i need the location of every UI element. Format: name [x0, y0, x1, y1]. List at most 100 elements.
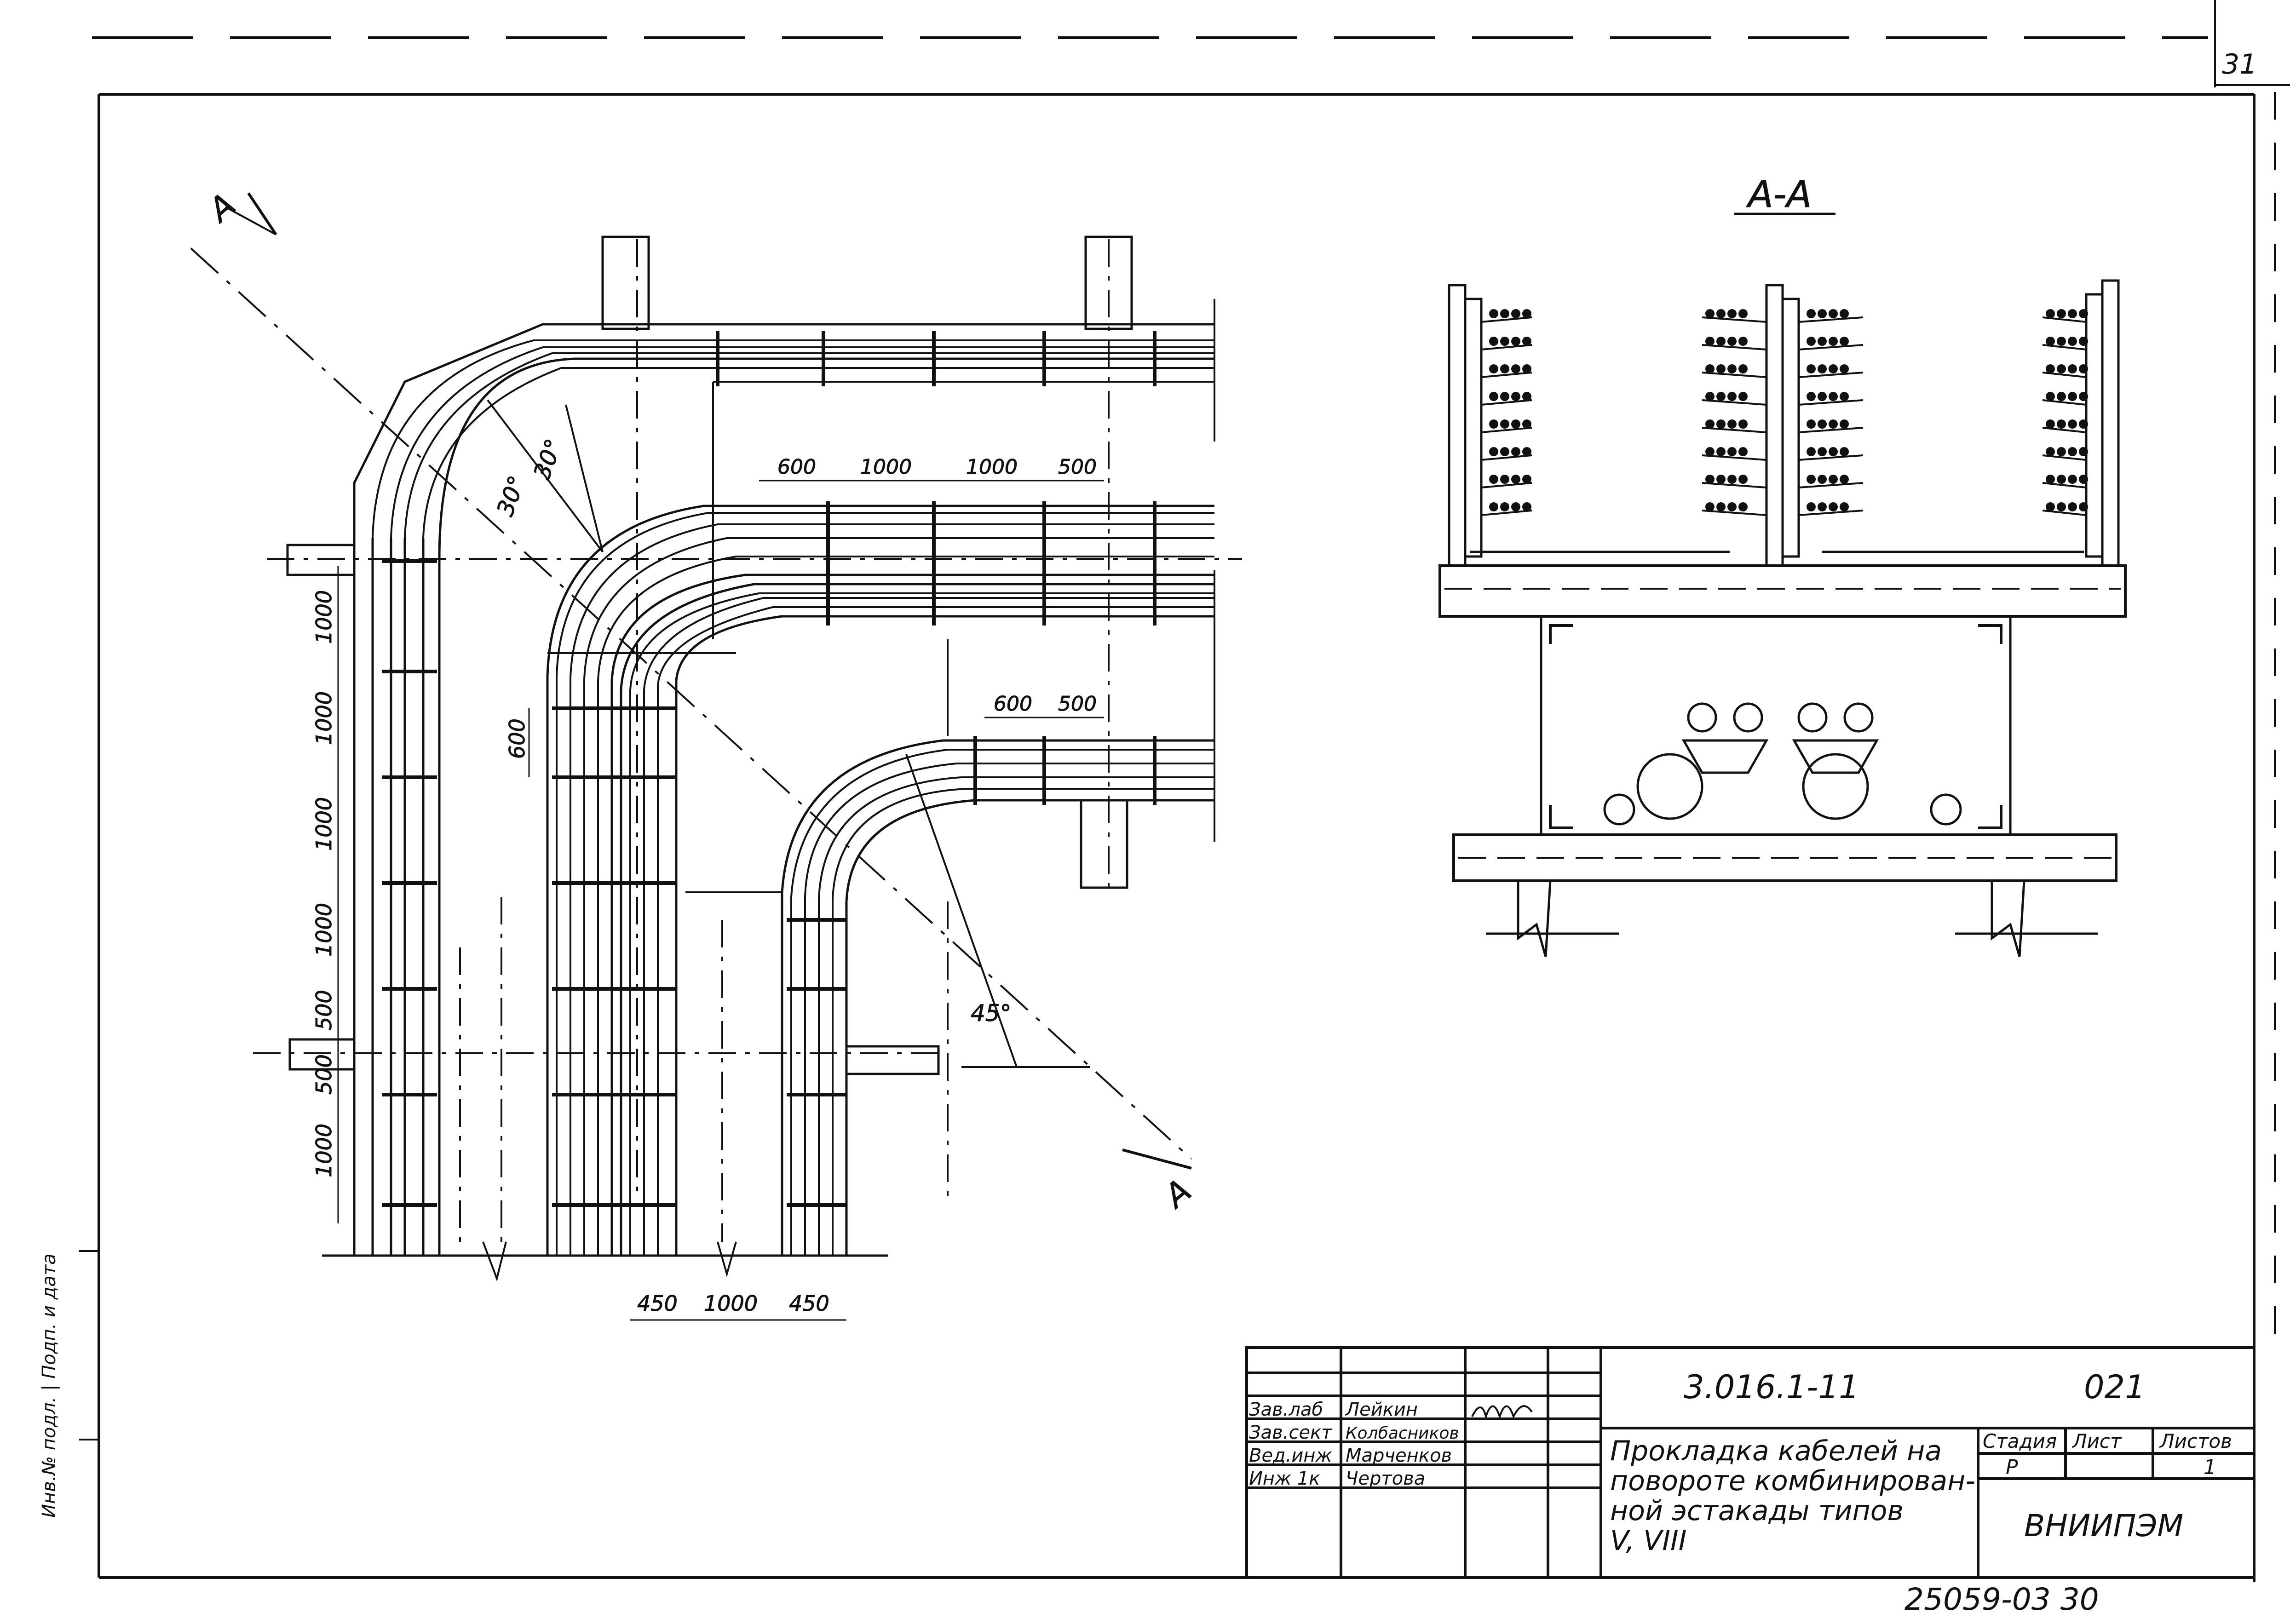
cable-dot [1511, 392, 1520, 401]
columns [286, 235, 1133, 1075]
cable-dot [2068, 502, 2077, 511]
cable-dot [1727, 364, 1737, 373]
name-1: Лейкин [1345, 1399, 1418, 1420]
cable-dot [2079, 364, 2088, 373]
section-view: A-A [1438, 173, 2127, 957]
doc-code-2: 021 [2084, 1368, 2146, 1406]
cable-dot [2057, 502, 2066, 511]
dim-inner-600: 600 [505, 718, 529, 759]
cable-dot [1818, 364, 1827, 373]
angle-30-left: 30° [492, 472, 531, 520]
cable-dot [2057, 447, 2066, 456]
cable-dot [1489, 309, 1498, 318]
section-lines [190, 192, 1242, 1242]
cable-dot [1705, 364, 1715, 373]
cable-dot [1840, 475, 1849, 484]
cable-dot [1807, 309, 1816, 318]
cable-dot [1738, 364, 1748, 373]
cable-dot [1818, 309, 1827, 318]
title-line-4: V, VIII [1610, 1525, 1686, 1557]
side-note: Инв.№ подл. | Подп. и дата [39, 1253, 60, 1518]
cable-dot [1807, 447, 1816, 456]
dim-bottom-2: 1000 [704, 1291, 758, 1316]
cable-dot [1727, 447, 1737, 456]
cable-dot [1716, 502, 1726, 511]
cable-dot [1840, 502, 1849, 511]
cable-dot [1716, 337, 1726, 346]
section-marker-top: A [200, 186, 242, 230]
cable-dot [1818, 337, 1827, 346]
role-4: Инж 1к [1249, 1468, 1320, 1489]
cable-dot [1489, 447, 1498, 456]
cable-dot [1738, 475, 1748, 484]
cable-dot [2079, 502, 2088, 511]
cable-dot [1705, 502, 1715, 511]
cable-dot [1500, 502, 1509, 511]
cable-dot [2079, 309, 2088, 318]
cable-dot [2057, 337, 2066, 346]
sheet-number: 31 [2222, 48, 2257, 80]
cable-dot [1511, 419, 1520, 429]
break-lines [322, 299, 1215, 1282]
dim-mid-2: 500 [1058, 692, 1097, 716]
middle-run [546, 505, 1214, 1256]
title-block [1245, 1346, 2255, 1579]
cable-dot [1807, 419, 1816, 429]
cable-dot [1807, 475, 1816, 484]
cable-dot [2057, 364, 2066, 373]
cable-dot [1511, 309, 1520, 318]
cable-dot [2046, 337, 2055, 346]
cable-dot [1489, 337, 1498, 346]
cable-dot [1716, 309, 1726, 318]
plan-view: A A 30° 30° 45° 1000 1000 1000 1000 500 … [190, 186, 1242, 1321]
cable-dot [1738, 419, 1748, 429]
cable-dot [1489, 419, 1498, 429]
cable-dot [2057, 419, 2066, 429]
legs [1486, 880, 2098, 957]
doc-code: 3.016.1-11 [1684, 1368, 1859, 1406]
cable-dot [1818, 475, 1827, 484]
cable-dot [1522, 475, 1531, 484]
cable-dot [2057, 475, 2066, 484]
cable-dot [1522, 337, 1531, 346]
outer-run [353, 323, 1214, 1256]
dim-top-2: 1000 [860, 455, 912, 479]
cable-dot [1738, 309, 1748, 318]
dim-top-1: 600 [777, 455, 816, 479]
cable-dot [1489, 502, 1498, 511]
cable-dot [1829, 475, 1838, 484]
cable-dot [2079, 337, 2088, 346]
cable-dot [1522, 309, 1531, 318]
cable-dot [1829, 502, 1838, 511]
cable-dot [1511, 337, 1520, 346]
cable-dot [1829, 419, 1838, 429]
cable-dot [1818, 502, 1827, 511]
cable-dot [1840, 364, 1849, 373]
cable-dot [1511, 502, 1520, 511]
cable-dot [1727, 475, 1737, 484]
angle-45: 45° [971, 1000, 1012, 1027]
title-line-2: повороте комбинирован- [1610, 1465, 1975, 1497]
role-1: Зав.лаб [1249, 1399, 1323, 1420]
cable-dot [1738, 392, 1748, 401]
dim-v-1: 1000 [311, 590, 336, 644]
cable-dot [2068, 392, 2077, 401]
title-line-1: Прокладка кабелей на [1610, 1435, 1942, 1467]
role-3: Вед.инж [1249, 1445, 1332, 1466]
cable-dot [1829, 337, 1838, 346]
dim-top-3: 1000 [966, 455, 1018, 479]
cable-dot [2079, 475, 2088, 484]
name-2: Колбасников [1346, 1424, 1459, 1443]
cable-dot [1705, 447, 1715, 456]
cable-dot [1522, 447, 1531, 456]
cable-dot [1738, 337, 1748, 346]
cable-dot [1500, 475, 1509, 484]
signature [1471, 1405, 1533, 1420]
cable-dot [2068, 419, 2077, 429]
dim-v-7: 1000 [311, 1124, 336, 1177]
org-name: ВНИИПЭМ [2024, 1508, 2183, 1544]
cable-dot [1727, 392, 1737, 401]
role-2: Зав.сект [1249, 1422, 1333, 1443]
dim-v-6: 500 [311, 1054, 336, 1095]
